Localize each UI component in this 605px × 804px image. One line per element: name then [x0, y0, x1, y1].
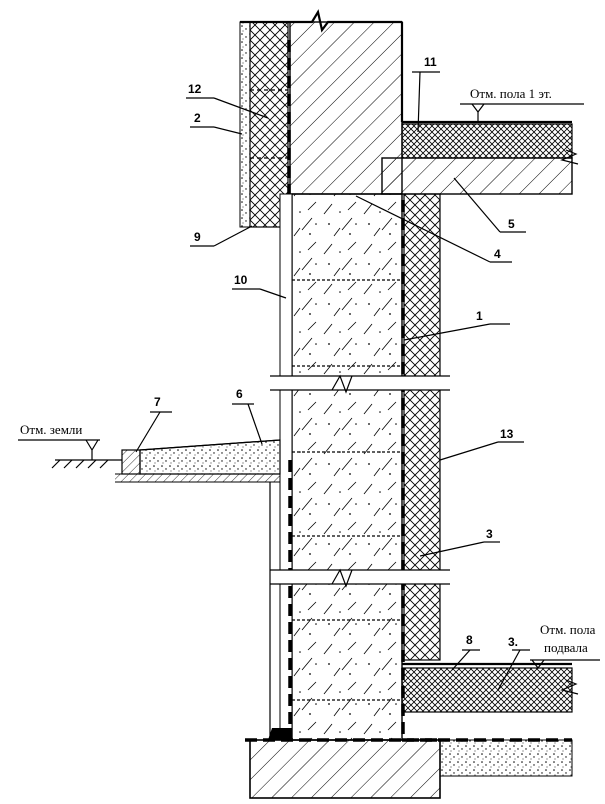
callout-13: 13	[439, 427, 524, 461]
svg-text:9: 9	[194, 230, 201, 244]
svg-text:8: 8	[466, 633, 473, 647]
svg-text:3.: 3.	[508, 635, 518, 649]
svg-text:13: 13	[500, 427, 514, 441]
callout-10: 10	[232, 273, 287, 299]
break-line-upper	[270, 374, 450, 394]
callout-3-floor: 3.	[497, 635, 530, 691]
callout-11: 11	[412, 55, 440, 133]
svg-text:3: 3	[486, 527, 493, 541]
callout-7: 7	[135, 395, 172, 453]
basement-block-wall	[291, 193, 403, 741]
svg-text:7: 7	[154, 395, 161, 409]
strip-footing	[249, 739, 441, 799]
svg-text:5: 5	[508, 217, 515, 231]
callout-1: 1	[403, 309, 510, 341]
basement-floor-insulation	[401, 667, 573, 713]
callout-3-wall: 3	[419, 527, 500, 557]
curb-stone	[121, 449, 141, 475]
callout-8: 8	[451, 633, 480, 671]
level-label-basement-2: подвала	[544, 640, 588, 655]
svg-text:4: 4	[494, 247, 501, 261]
floor-slab	[381, 157, 573, 195]
callout-2: 2	[190, 111, 243, 135]
callout-4: 4	[355, 195, 512, 263]
callout-5: 5	[453, 177, 526, 233]
upper-plaster-layer	[239, 21, 251, 228]
break-line-lower	[270, 568, 450, 588]
callout-6: 6	[232, 387, 263, 445]
soil-under-blind-area	[115, 473, 281, 483]
level-label-ground: Отм. земли	[20, 422, 82, 437]
level-mark-first-floor: Отм. пола 1 эт.	[460, 86, 584, 122]
level-label-first-floor: Отм. пола 1 эт.	[470, 86, 552, 101]
first-floor-insulation	[401, 123, 573, 159]
callout-9: 9	[190, 225, 253, 247]
svg-text:2: 2	[194, 111, 201, 125]
sealant-node	[268, 728, 292, 740]
svg-text:6: 6	[236, 387, 243, 401]
callout-12: 12	[186, 82, 269, 119]
svg-text:11: 11	[424, 55, 437, 69]
floor-base-concrete	[439, 739, 573, 777]
basement-insulation	[403, 193, 441, 661]
level-mark-basement: Отм. пола подвала	[530, 622, 600, 669]
level-mark-ground: Отм. земли	[18, 422, 100, 460]
svg-text:1: 1	[476, 309, 483, 323]
level-label-basement-1: Отм. пола	[540, 622, 596, 637]
svg-text:12: 12	[188, 82, 202, 96]
upper-insulation-layer	[249, 21, 289, 228]
svg-text:10: 10	[234, 273, 248, 287]
